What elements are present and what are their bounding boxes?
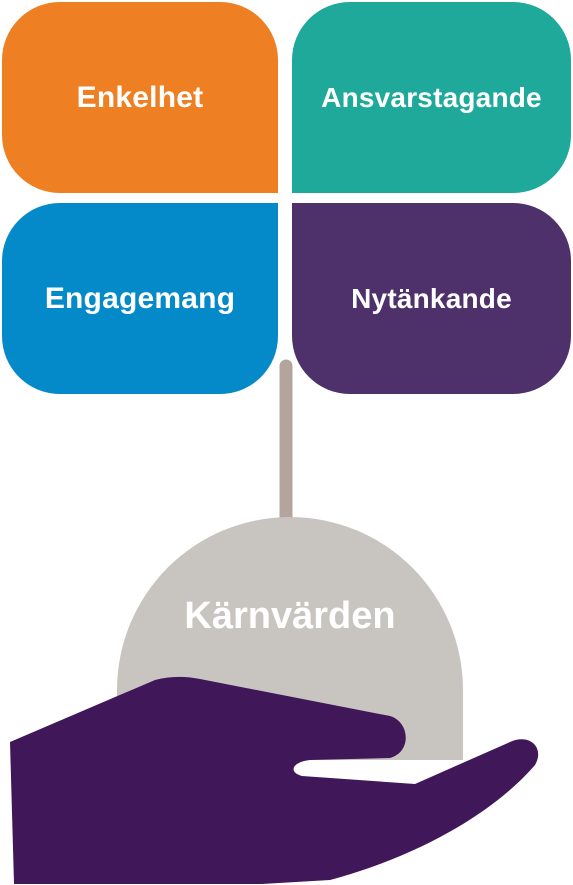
value-petal-enkelhet: Enkelhet — [2, 2, 278, 193]
petal-label: Enkelhet — [76, 80, 204, 114]
hand-icon — [10, 676, 539, 884]
petal-label: Engagemang — [44, 281, 236, 315]
value-petal-nytankande: Nytänkande — [292, 203, 571, 394]
value-petal-engagemang: Engagemang — [2, 203, 278, 394]
value-petal-ansvarstagande: Ansvarstagande — [292, 2, 571, 193]
petal-label: Nytänkande — [351, 282, 512, 314]
core-label: Kärnvärden — [184, 595, 395, 637]
petal-label: Ansvarstagande — [321, 81, 542, 113]
